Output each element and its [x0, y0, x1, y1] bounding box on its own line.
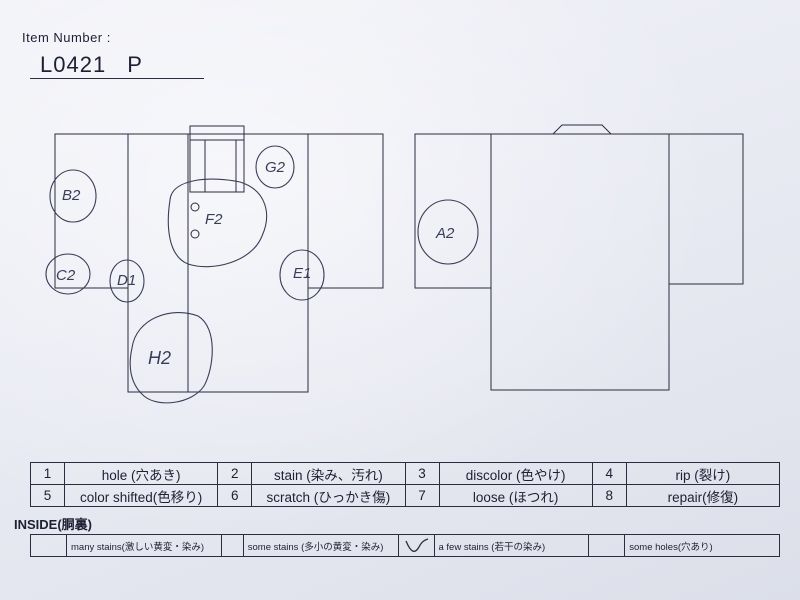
- inside-heading: INSIDE(胴裏): [14, 517, 93, 532]
- back-right-sleeve: [668, 133, 744, 285]
- inside-option-label: some stains (多小の黄変・染み): [242, 534, 399, 557]
- mark-label: A2: [435, 225, 455, 242]
- back-left-sleeve: [414, 133, 492, 289]
- mark-label: H2: [148, 348, 171, 368]
- mark-circle-c: [45, 253, 91, 295]
- legend-number: 2: [217, 462, 253, 485]
- mark-circle-f: [167, 178, 268, 268]
- item-number-label: Item Number :: [22, 30, 111, 45]
- button-lower: [190, 229, 200, 239]
- inside-checkbox-few-stains[interactable]: [588, 534, 626, 557]
- legend-number: 1: [30, 462, 65, 485]
- mark-label: D1: [117, 272, 136, 289]
- inside-checkbox-many-stains[interactable]: [30, 534, 67, 557]
- legend-text: discolor (色やけ): [438, 462, 593, 485]
- inside-condition-table: many stains(激しい黄変・染み) some stains (多小の黄変…: [30, 534, 780, 557]
- legend-text: loose (ほつれ): [438, 484, 593, 507]
- button-upper: [190, 202, 200, 212]
- legend-row: 1 hole (穴あき) 2 stain (染み、汚れ) 3 discolor …: [30, 462, 781, 485]
- inside-row: many stains(激しい黄変・染み) some stains (多小の黄変…: [30, 534, 780, 557]
- mark-label: E1: [293, 265, 311, 282]
- inside-checkbox-some-stains[interactable]: [397, 534, 435, 557]
- legend-text: scratch (ひっかき傷): [251, 484, 406, 507]
- inside-option-label: some holes(穴あり): [624, 534, 780, 557]
- mark-circle-b: [49, 169, 97, 223]
- check-mark-icon: [404, 537, 428, 552]
- legend-text: stain (染み、汚れ): [251, 462, 406, 485]
- item-number-underline: [30, 78, 204, 79]
- legend-row: 5 color shifted(色移り) 6 scratch (ひっかき傷) 7…: [30, 484, 781, 507]
- mark-label: F2: [205, 211, 223, 228]
- mark-circle-g: [255, 145, 295, 189]
- mark-circle-e: [279, 249, 325, 301]
- mark-circle-a: [417, 199, 479, 265]
- legend-text: rip (裂け): [625, 462, 781, 485]
- front-view: [54, 125, 384, 393]
- legend-number: 8: [591, 484, 627, 507]
- damage-marks: [45, 145, 479, 404]
- legend-number: 7: [404, 484, 440, 507]
- front-collar: [189, 125, 245, 193]
- damage-legend-table: 1 hole (穴あき) 2 stain (染み、汚れ) 3 discolor …: [30, 462, 781, 507]
- mark-label: C2: [56, 267, 76, 284]
- legend-number: 5: [30, 484, 65, 507]
- legend-text: color shifted(色移り): [63, 484, 219, 507]
- inside-checkbox-some-stains-spacer: [220, 534, 244, 557]
- legend-text: repair(修復): [625, 484, 781, 507]
- back-body: [490, 133, 670, 391]
- legend-text: hole (穴あき): [63, 462, 219, 485]
- legend-number: 4: [591, 462, 627, 485]
- mark-circle-d: [109, 259, 145, 303]
- damage-mark-labels: B2 C2 D1 E1 F2 G2 H2 A2: [56, 159, 455, 368]
- inside-option-label: many stains(激しい黄変・染み): [66, 534, 222, 557]
- legend-number: 6: [217, 484, 253, 507]
- mark-label: G2: [265, 159, 286, 176]
- item-number-value: L0421 P: [40, 52, 143, 77]
- mark-circle-h: [129, 312, 213, 404]
- back-collar: [552, 124, 612, 135]
- front-right-sleeve: [307, 133, 384, 289]
- mark-label: B2: [62, 187, 81, 204]
- legend-number: 3: [404, 462, 440, 485]
- inside-option-label: a few stains (若干の染み): [433, 534, 590, 557]
- back-view: [414, 124, 744, 391]
